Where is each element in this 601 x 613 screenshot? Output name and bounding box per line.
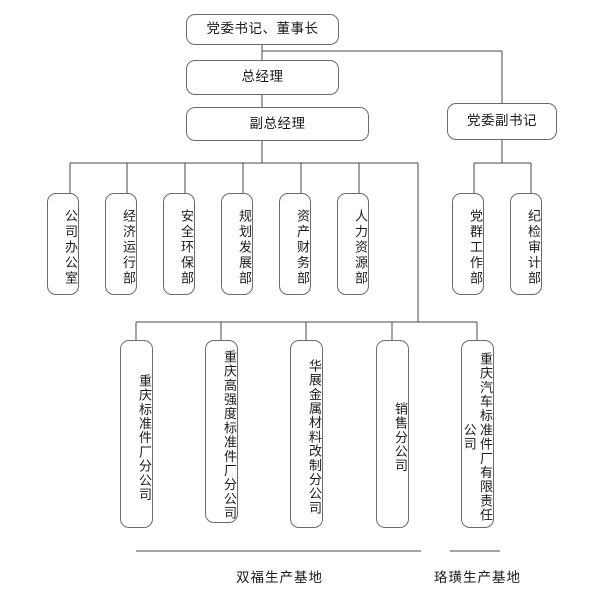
node-department-2[interactable]: 安全环保部 [163,193,195,295]
node-department-3-label: 规划发展部 [237,208,252,287]
node-subsidiary-2-label: 华展金属材料改制分公司 [307,359,322,516]
node-department-0-label: 公司办公室 [63,208,78,287]
node-general-manager[interactable]: 总经理 [186,60,339,95]
node-party-department-0[interactable]: 党群工作部 [452,193,484,295]
node-subsidiary-1[interactable]: 重庆高强度标准件厂分公司 [205,340,238,523]
node-chairman[interactable]: 党委书记、董事长 [186,14,339,45]
base-label-1: 珞璜生产基地 [434,570,521,585]
node-deputy-party-secretary[interactable]: 党委副书记 [447,103,557,140]
node-subsidiary-3[interactable]: 销售分公司 [376,340,409,528]
node-party-department-1-label: 纪检审计部 [526,208,541,287]
node-department-5[interactable]: 人力资源部 [337,193,369,295]
node-party-department-0-label: 党群工作部 [468,208,483,287]
node-subsidiary-0-label: 重庆标准件厂分公司 [137,373,152,502]
node-chairman-label: 党委书记、董事长 [206,21,319,37]
node-department-1[interactable]: 经济运行部 [105,193,137,295]
node-department-1-label: 经济运行部 [121,208,136,287]
node-general-manager-label: 总经理 [241,69,284,85]
node-deputy-general-manager[interactable]: 副总经理 [186,107,369,141]
node-department-2-label: 安全环保部 [179,208,194,287]
node-subsidiary-3-label: 销售分公司 [393,402,408,473]
node-subsidiary-0[interactable]: 重庆标准件厂分公司 [120,340,153,528]
node-department-3[interactable]: 规划发展部 [221,193,253,295]
node-subsidiary-1-label: 重庆高强度标准件厂分公司 [222,349,237,521]
node-department-4-label: 资产财务部 [295,208,310,287]
base-label-0: 双福生产基地 [236,570,323,585]
node-department-4[interactable]: 资产财务部 [279,193,311,295]
node-department-5-label: 人力资源部 [353,208,368,287]
node-subsidiary-4-label: 重庆汽车标准件厂有限责任公司 [461,352,493,523]
node-deputy-general-manager-label: 副总经理 [249,115,306,131]
node-department-0[interactable]: 公司办公室 [47,193,79,295]
node-subsidiary-4[interactable]: 重庆汽车标准件厂有限责任公司 [461,340,494,528]
node-subsidiary-2[interactable]: 华展金属材料改制分公司 [290,340,323,528]
node-deputy-party-secretary-label: 党委副书记 [467,113,537,129]
node-party-department-1[interactable]: 纪检审计部 [510,193,542,295]
